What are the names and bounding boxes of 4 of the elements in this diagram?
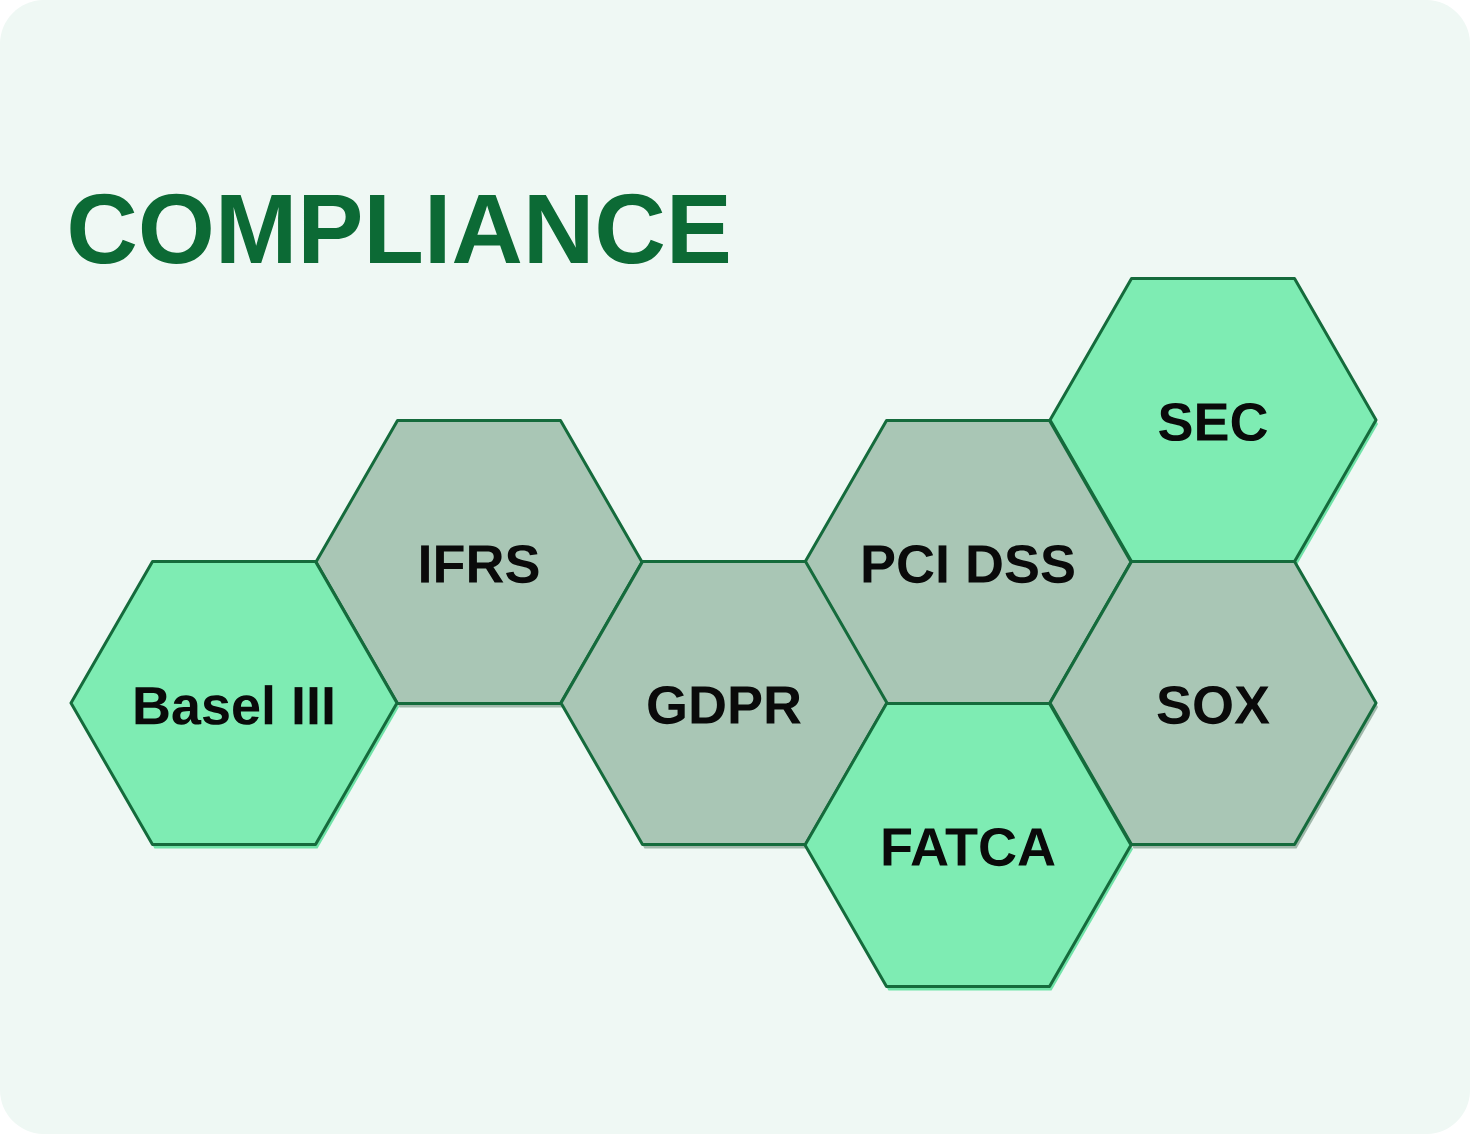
hexagon-tile: FATCA	[803, 702, 1133, 988]
hexagon-tile: PCI DSS	[803, 419, 1133, 705]
hexagon-tile: Basel III	[69, 560, 399, 846]
title: COMPLIANCE	[70, 193, 728, 264]
